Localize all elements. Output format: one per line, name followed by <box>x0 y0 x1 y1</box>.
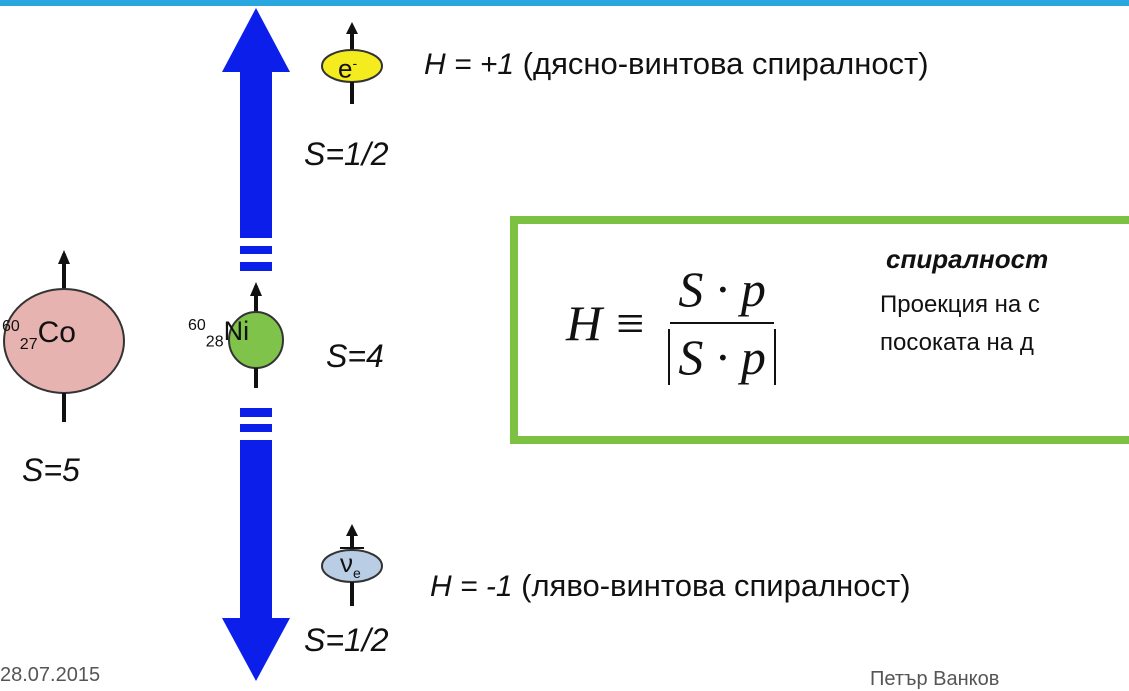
formula-denominator-wrap: S · p <box>660 324 784 386</box>
antineutrino-helicity-line: H = -1 (ляво-винтова спиралност) <box>430 568 911 604</box>
helicity-formula: H ≡ S · p S · p <box>566 260 784 386</box>
antineutrino-symbol: νe <box>340 548 361 588</box>
definition-title: спиралност <box>886 244 1048 275</box>
electron-charge: - <box>352 55 357 71</box>
electron-helicity-desc: (дясно-винтова спиралност) <box>514 46 929 81</box>
cobalt-label: 6027Co <box>2 316 76 354</box>
electron-letter: e <box>338 54 352 84</box>
nickel-label: 6028Ni <box>188 316 249 351</box>
nickel-spin: S=4 <box>326 338 384 375</box>
formula-numerator: S · p <box>670 260 774 324</box>
footer-date: 28.07.2015 <box>0 664 100 687</box>
momentum-arrow-down <box>222 408 290 681</box>
nickel-symbol: Ni <box>224 316 250 346</box>
electron-symbol: e- <box>338 48 357 84</box>
electron-helicity-line: H = +1 (дясно-винтова спиралност) <box>424 46 929 82</box>
definition-text: Проекция на с посоката на д <box>880 286 1040 362</box>
electron-spin: S=1/2 <box>304 136 389 173</box>
cobalt-symbol: Co <box>38 316 76 349</box>
cobalt-spin: S=5 <box>22 452 80 489</box>
formula-fraction: S · p S · p <box>660 260 784 386</box>
formula-lhs: H <box>566 294 602 352</box>
electron-helicity-eq: H = +1 <box>424 48 514 81</box>
antineutrino-letter: ν <box>340 548 353 578</box>
footer-author: Петър Ванков <box>870 668 999 691</box>
nickel-mass-number: 60 <box>188 317 206 334</box>
nickel-atomic-number: 28 <box>206 333 224 350</box>
definition-line-1: Проекция на с <box>880 286 1040 324</box>
momentum-arrow-up <box>222 8 290 271</box>
formula-equiv: ≡ <box>616 294 644 352</box>
cobalt-atomic-number: 27 <box>20 336 38 353</box>
antineutrino-helicity-desc: (ляво-винтова спиралност) <box>513 568 911 603</box>
antineutrino-spin: S=1/2 <box>304 622 389 659</box>
cobalt-mass-number: 60 <box>2 318 20 335</box>
antineutrino-helicity-eq: H = -1 <box>430 570 513 603</box>
definition-line-2: посоката на д <box>880 324 1040 362</box>
formula-denominator: S · p <box>668 329 776 385</box>
antineutrino-flavor: e <box>353 565 361 581</box>
